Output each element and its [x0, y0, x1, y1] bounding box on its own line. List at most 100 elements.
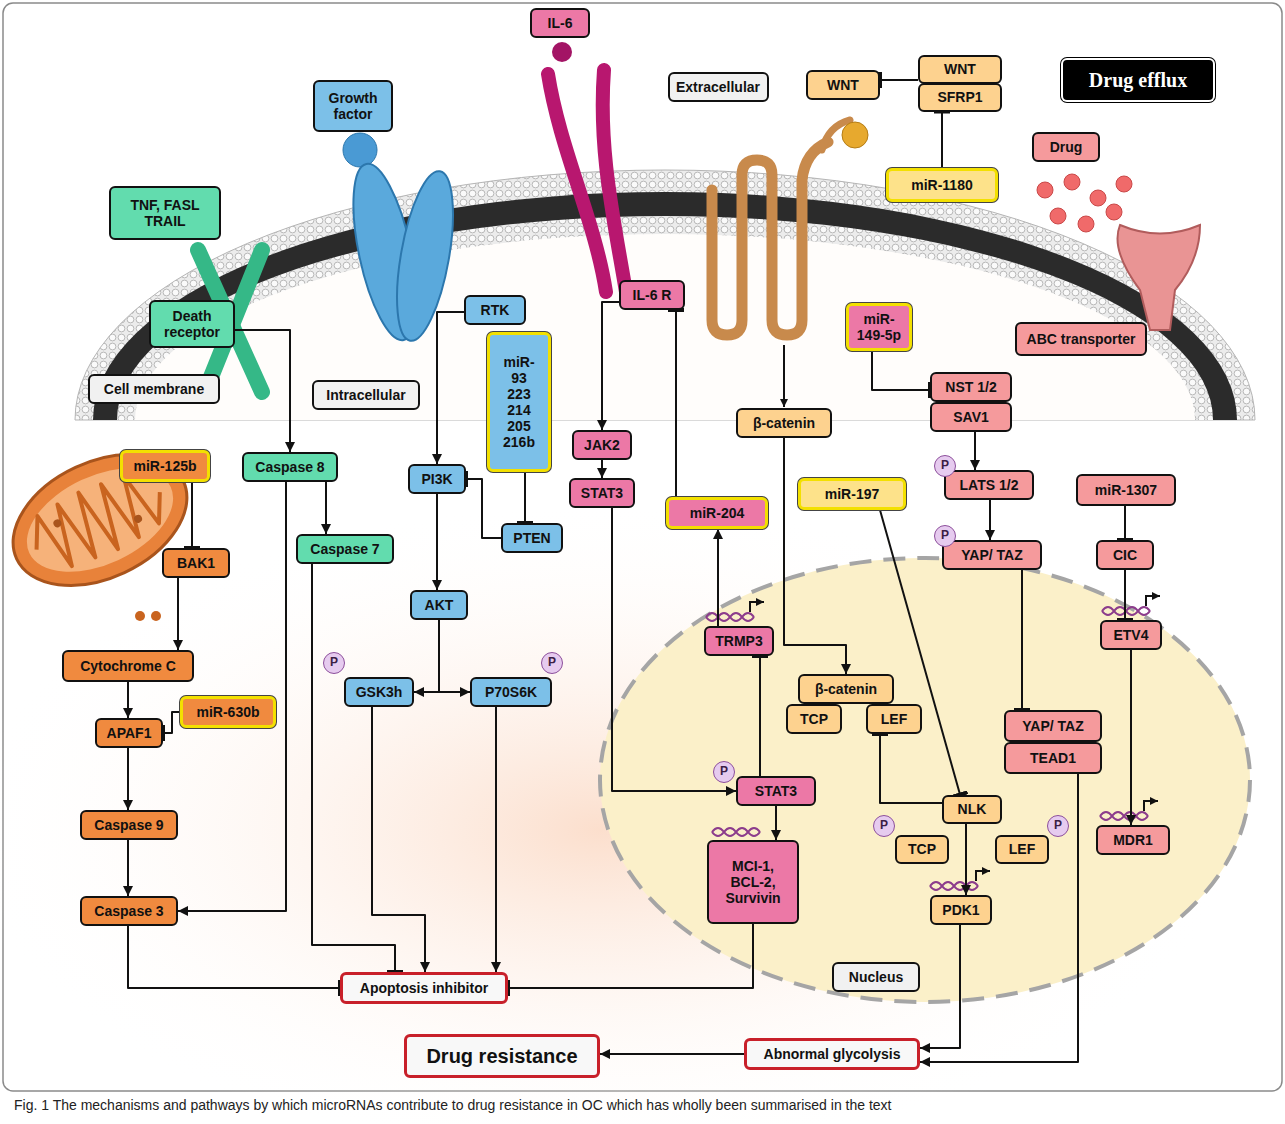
protein-box: LEF: [995, 835, 1049, 864]
activation-arrow: [372, 707, 425, 972]
outcome-box: Drug resistance: [404, 1034, 600, 1078]
node-label: WNT: [827, 77, 859, 93]
protein-box: JAK2: [572, 430, 632, 460]
activation-arrow: [439, 620, 470, 692]
node-label: TCP: [908, 841, 936, 857]
node-label: Drug: [1050, 139, 1083, 155]
protein-box: TEAD1: [1004, 742, 1102, 774]
protein-box: Growth factor: [313, 80, 393, 132]
outcome-box: Abnormal glycolysis: [744, 1038, 920, 1070]
protein-box: TRMP3: [704, 626, 774, 656]
node-label: miR-204: [690, 505, 744, 521]
inhibition-line: [1124, 570, 1126, 620]
nucleus-outline: [600, 558, 1250, 1002]
activation-arrow: [920, 925, 960, 1048]
inhibition-line: [524, 472, 526, 523]
protein-box: RTK: [464, 295, 526, 325]
protein-box: IL-6: [530, 8, 590, 38]
activation-arrow: [600, 1053, 744, 1055]
il6-receptor: [603, 70, 626, 292]
node-label: SFRP1: [937, 89, 982, 105]
activation-arrow: [325, 482, 327, 534]
cell-membrane: [117, 216, 1213, 420]
activation-arrow: [717, 529, 719, 626]
activation-arrow: [414, 620, 439, 692]
node-label: YAP/ TAZ: [1022, 718, 1083, 734]
node-label: GSK3h: [356, 684, 403, 700]
node-label: RTK: [481, 302, 510, 318]
node-label: P: [548, 656, 556, 670]
node-label: miR-149-5p: [854, 311, 904, 343]
node-label: Caspase 7: [310, 541, 379, 557]
node-label: β-catenin: [815, 681, 877, 697]
mitochondrion: [52, 518, 63, 529]
protein-box: LATS 1/2: [944, 470, 1034, 500]
node-label: LEF: [881, 711, 907, 727]
protein-box: Caspase 8: [242, 452, 338, 482]
node-label: CIC: [1113, 547, 1137, 563]
node-label: Drug efflux: [1089, 69, 1187, 92]
phospho-circle: P: [323, 652, 345, 674]
node-label: STAT3: [581, 485, 623, 501]
mirna-box: miR-630b: [180, 696, 276, 728]
drug-particles: [1078, 216, 1094, 232]
inhibition-line: [312, 564, 395, 972]
gene-symbol: [930, 882, 978, 890]
gene-symbol: [712, 828, 760, 836]
node-label: Apoptosis inhibitor: [360, 980, 488, 996]
phospho-circle: P: [873, 815, 895, 837]
activation-arrow: [437, 312, 464, 464]
protein-box: LEF: [866, 704, 922, 734]
mirna-box: miR-125b: [120, 450, 210, 482]
activation-arrow: [920, 774, 1078, 1062]
activation-arrow: [127, 682, 129, 718]
node-label: ETV4: [1113, 627, 1148, 643]
phospho-circle: P: [934, 455, 956, 477]
activation-arrow: [974, 432, 976, 470]
caption-text: Fig. 1 The mechanisms and pathways by wh…: [14, 1097, 891, 1113]
node-label: Growth factor: [320, 90, 386, 122]
protein-box: β-catenin: [798, 674, 894, 704]
node-label: BAK1: [177, 555, 215, 571]
activation-arrow: [775, 806, 777, 840]
node-label: TRMP3: [715, 633, 762, 649]
protein-box: SAV1: [930, 402, 1012, 432]
region-label: Nucleus: [832, 962, 920, 992]
frizzled-receptor: [712, 142, 828, 335]
inhibition-line: [466, 479, 501, 538]
node-label: LEF: [1009, 841, 1035, 857]
cell-membrane: [75, 170, 1255, 420]
node-label: MDR1: [1113, 832, 1153, 848]
gene-symbol: [750, 602, 764, 612]
protein-box: MDR1: [1096, 825, 1170, 855]
protein-box: AKT: [410, 590, 468, 620]
protein-box: YAP/ TAZ: [942, 540, 1042, 570]
cytochrome-particles: [135, 611, 145, 621]
protein-box: APAF1: [95, 718, 163, 748]
inhibition-line: [675, 310, 677, 497]
node-label: Extracellular: [676, 79, 760, 95]
abc-transporter: [1118, 225, 1201, 330]
activation-arrow: [601, 460, 603, 478]
activation-arrow: [436, 494, 438, 590]
node-label: Caspase 9: [94, 817, 163, 833]
node-label: P: [941, 459, 949, 473]
inhibition-line: [941, 112, 943, 169]
inhibition-line: [1124, 506, 1126, 540]
il6-receptor: [548, 70, 626, 292]
protein-box: β-catenin: [736, 408, 832, 438]
mirna-box: miR-204: [666, 497, 768, 529]
drug-particles: [1064, 174, 1080, 190]
node-label: miR-1307: [1095, 482, 1157, 498]
frizzled-receptor: [712, 120, 850, 335]
node-label: TEAD1: [1030, 750, 1076, 766]
protein-box: SFRP1: [918, 83, 1002, 112]
activation-arrow: [965, 824, 967, 896]
cytochrome-particles: [151, 611, 161, 621]
phospho-circle: P: [713, 761, 735, 783]
node-label: TNF, FASL TRAIL: [116, 197, 214, 229]
mirna-box: miR-197: [798, 478, 906, 510]
mirna-box: miR- 93 223 214 205 216b: [487, 332, 551, 472]
activation-arrow: [178, 482, 286, 911]
receptor-tyrosine-kinase: [341, 159, 464, 346]
